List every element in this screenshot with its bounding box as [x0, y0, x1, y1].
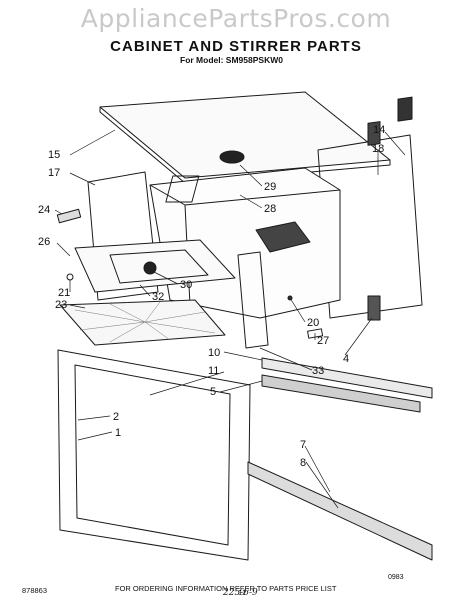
watermark: AppliancePartsPros.com	[80, 4, 392, 33]
door-frame-inner	[74, 364, 231, 546]
model-subtitle: For Model: SM958PSKW0	[180, 55, 283, 65]
callout-26: 26	[38, 236, 50, 248]
callout-30: 30	[180, 279, 192, 291]
page-number: 12	[238, 588, 247, 597]
callout-32: 32	[152, 291, 164, 303]
screw-21	[66, 273, 74, 281]
handwritten-note: 225-6-9	[223, 588, 258, 598]
stirrer-blade-hub	[143, 261, 157, 275]
callout-2: 2	[113, 411, 119, 423]
callout-21: 21	[58, 287, 70, 299]
callout-15: 15	[48, 149, 60, 161]
magnetron-block	[255, 221, 311, 253]
callout-10: 10	[208, 347, 220, 359]
rear-label-14	[397, 96, 413, 122]
callout-33: 33	[312, 365, 324, 377]
callout-17: 17	[48, 167, 60, 179]
rear-label-18	[367, 121, 381, 146]
front-face-frame	[237, 251, 269, 349]
door-frame-outer	[57, 349, 251, 561]
callout-29: 29	[264, 181, 276, 193]
callout-20: 20	[307, 317, 319, 329]
clip-27	[307, 328, 324, 339]
trim-strip-control	[261, 374, 421, 413]
top-wrapper-panel	[99, 91, 391, 179]
stirrer-bracket	[165, 175, 200, 203]
callout-28: 28	[264, 203, 276, 215]
callout-1: 1	[115, 427, 121, 439]
callout-27: 27	[317, 335, 329, 347]
callout-18: 18	[372, 143, 384, 155]
bottom-trim	[247, 461, 433, 561]
callout-23: 23	[55, 299, 67, 311]
switch-4	[367, 295, 381, 321]
callout-7: 7	[300, 439, 306, 451]
callout-24: 24	[38, 204, 50, 216]
callout-5: 5	[210, 386, 216, 398]
callout-4: 4	[343, 353, 349, 365]
hinge-24	[56, 208, 82, 224]
diagram-title: CABINET AND STIRRER PARTS	[110, 38, 362, 55]
trim-strip-upper	[261, 357, 433, 399]
callout-8: 8	[300, 457, 306, 469]
callout-11: 11	[208, 365, 219, 377]
small-code: 0983	[388, 574, 404, 581]
stirrer-motor	[219, 150, 245, 164]
doc-number: 878863	[22, 586, 48, 595]
callout-14: 14	[373, 124, 385, 136]
ordering-note: FOR ORDERING INFORMATION REFER TO PARTS …	[115, 584, 337, 593]
